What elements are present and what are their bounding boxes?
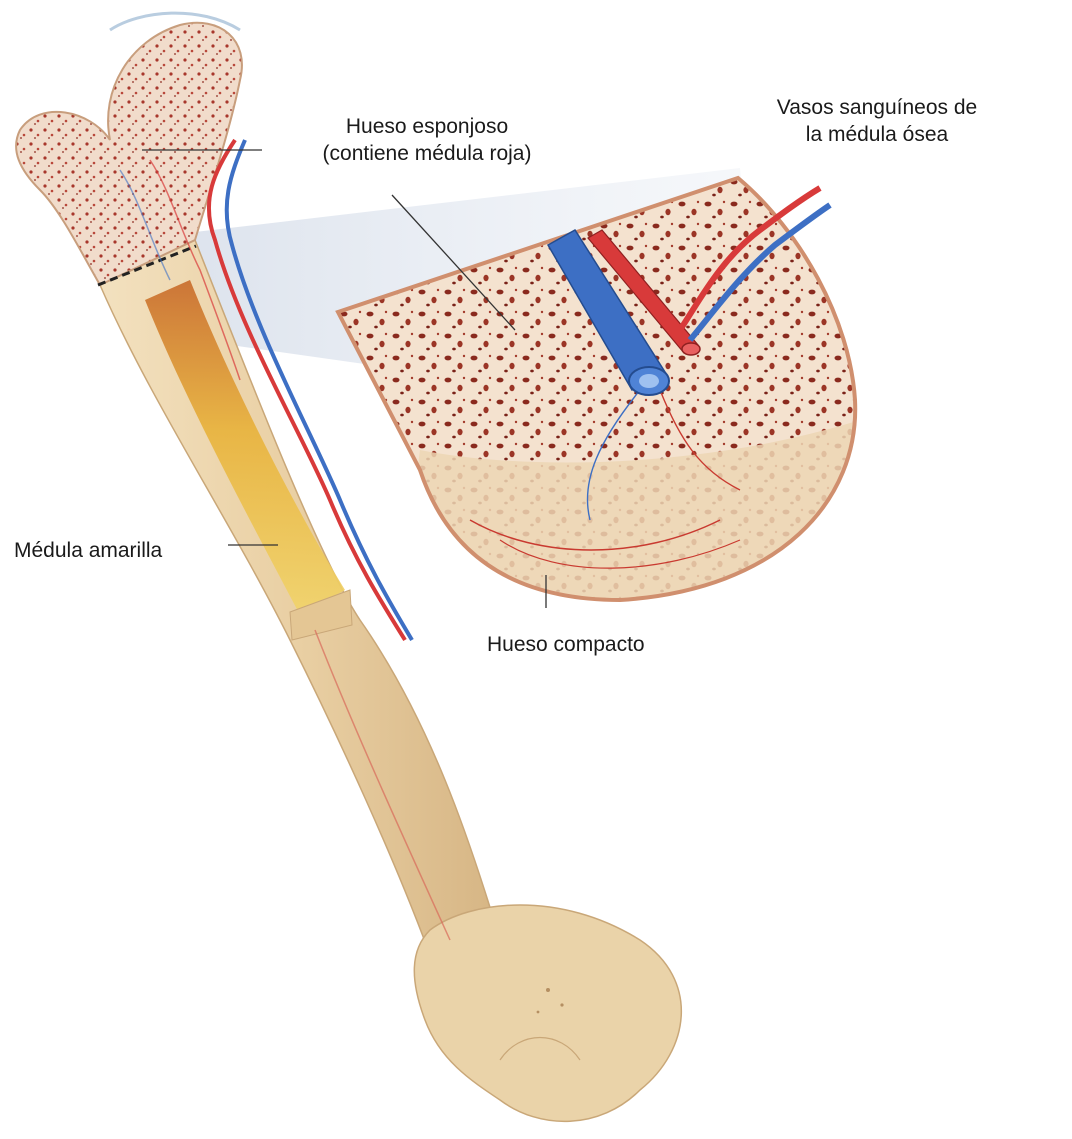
compact-bone-label: Hueso compacto (487, 631, 645, 658)
femur-distal-end (414, 905, 681, 1121)
spongy-bone-label-line1: Hueso esponjoso (282, 113, 572, 140)
blood-vessels-label: Vasos sanguíneos de la médula ósea (722, 94, 1032, 148)
blood-vessels-label-line1: Vasos sanguíneos de (722, 94, 1032, 121)
yellow-marrow-label: Médula amarilla (14, 537, 162, 564)
spongy-bone-label: Hueso esponjoso (contiene médula roja) (282, 113, 572, 167)
blood-vessels-label-line2: la médula ósea (722, 121, 1032, 148)
spongy-bone-label-line2: (contiene médula roja) (282, 140, 572, 167)
